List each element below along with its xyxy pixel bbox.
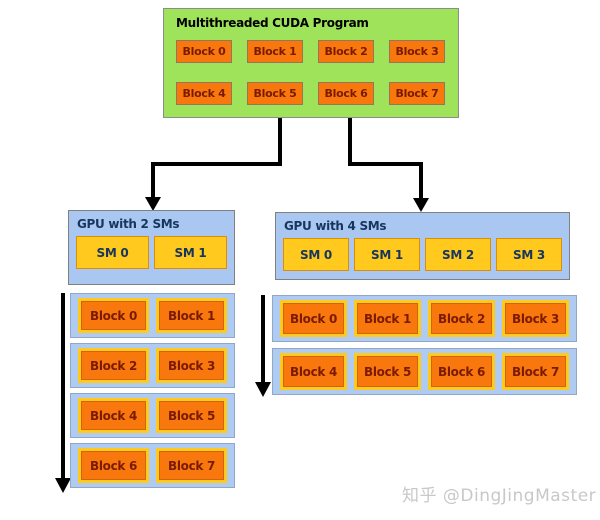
timeline-arrow-left-head-icon — [55, 478, 71, 493]
connector-left-arrowhead-icon — [145, 197, 161, 211]
queued-block-frame: Block 4 — [280, 353, 347, 390]
connector-right-elbow — [348, 118, 423, 199]
queued-block-frame: Block 5 — [354, 353, 421, 390]
timeline-arrow-right-head-icon — [255, 382, 271, 397]
gpu-2sm-title: GPU with 2 SMs — [77, 217, 180, 231]
queue-row: Block 2 Block 3 — [70, 343, 235, 388]
queued-block-frame: Block 2 — [428, 300, 495, 337]
program-block-chip: Block 2 — [318, 40, 374, 63]
program-title: Multithreaded CUDA Program — [176, 16, 369, 30]
queued-block-frame: Block 1 — [156, 298, 227, 333]
queued-block-chip: Block 7 — [505, 356, 566, 387]
queued-block-frame: Block 7 — [156, 448, 227, 483]
queued-block-frame: Block 3 — [156, 348, 227, 383]
program-block-chip: Block 4 — [176, 82, 232, 105]
queued-block-frame: Block 7 — [502, 353, 569, 390]
gpu-4sm-title: GPU with 4 SMs — [284, 219, 387, 233]
program-block-chip: Block 0 — [176, 40, 232, 63]
queued-block-chip: Block 6 — [81, 451, 146, 480]
connector-right-arrowhead-icon — [413, 198, 429, 212]
queued-block-chip: Block 2 — [81, 351, 146, 380]
queue-row: Block 0 Block 1 — [70, 293, 235, 338]
queue-row: Block 0 Block 1 Block 2 Block 3 — [272, 295, 577, 342]
queue-row: Block 6 Block 7 — [70, 443, 235, 488]
queued-block-chip: Block 5 — [357, 356, 418, 387]
queued-block-chip: Block 6 — [431, 356, 492, 387]
program-block-chip: Block 6 — [318, 82, 374, 105]
connector-left-elbow — [151, 118, 282, 198]
program-block-chip: Block 7 — [389, 82, 445, 105]
sm-chip: SM 3 — [496, 238, 562, 271]
queued-block-frame: Block 0 — [78, 298, 149, 333]
queued-block-chip: Block 1 — [159, 301, 224, 330]
queued-block-chip: Block 1 — [357, 303, 418, 334]
sm-chip: SM 2 — [425, 238, 491, 271]
queued-block-chip: Block 0 — [283, 303, 344, 334]
program-block-chip: Block 1 — [247, 40, 303, 63]
queue-row: Block 4 Block 5 — [70, 393, 235, 438]
queued-block-frame: Block 6 — [428, 353, 495, 390]
queued-block-chip: Block 2 — [431, 303, 492, 334]
sm-chip: SM 1 — [354, 238, 420, 271]
sm-chip: SM 0 — [76, 236, 149, 269]
queued-block-frame: Block 3 — [502, 300, 569, 337]
queued-block-chip: Block 3 — [505, 303, 566, 334]
queued-block-chip: Block 4 — [283, 356, 344, 387]
program-blocks-grid: Block 0 Block 1 Block 2 Block 3 Block 4 Block… — [176, 40, 458, 105]
queued-block-chip: Block 5 — [159, 401, 224, 430]
queued-block-frame: Block 2 — [78, 348, 149, 383]
queue-row: Block 4 Block 5 Block 6 Block 7 — [272, 348, 577, 395]
queued-block-frame: Block 0 — [280, 300, 347, 337]
queued-block-frame: Block 4 — [78, 398, 149, 433]
queued-block-chip: Block 4 — [81, 401, 146, 430]
queued-block-chip: Block 0 — [81, 301, 146, 330]
sm-chip: SM 1 — [154, 236, 227, 269]
program-block-chip: Block 3 — [389, 40, 445, 63]
queued-block-frame: Block 1 — [354, 300, 421, 337]
queued-block-frame: Block 5 — [156, 398, 227, 433]
sm-chip: SM 0 — [283, 238, 349, 271]
queued-block-chip: Block 3 — [159, 351, 224, 380]
queued-block-chip: Block 7 — [159, 451, 224, 480]
watermark: 知乎 @DingJingMaster — [402, 486, 597, 506]
program-block-chip: Block 5 — [247, 82, 303, 105]
queued-block-frame: Block 6 — [78, 448, 149, 483]
